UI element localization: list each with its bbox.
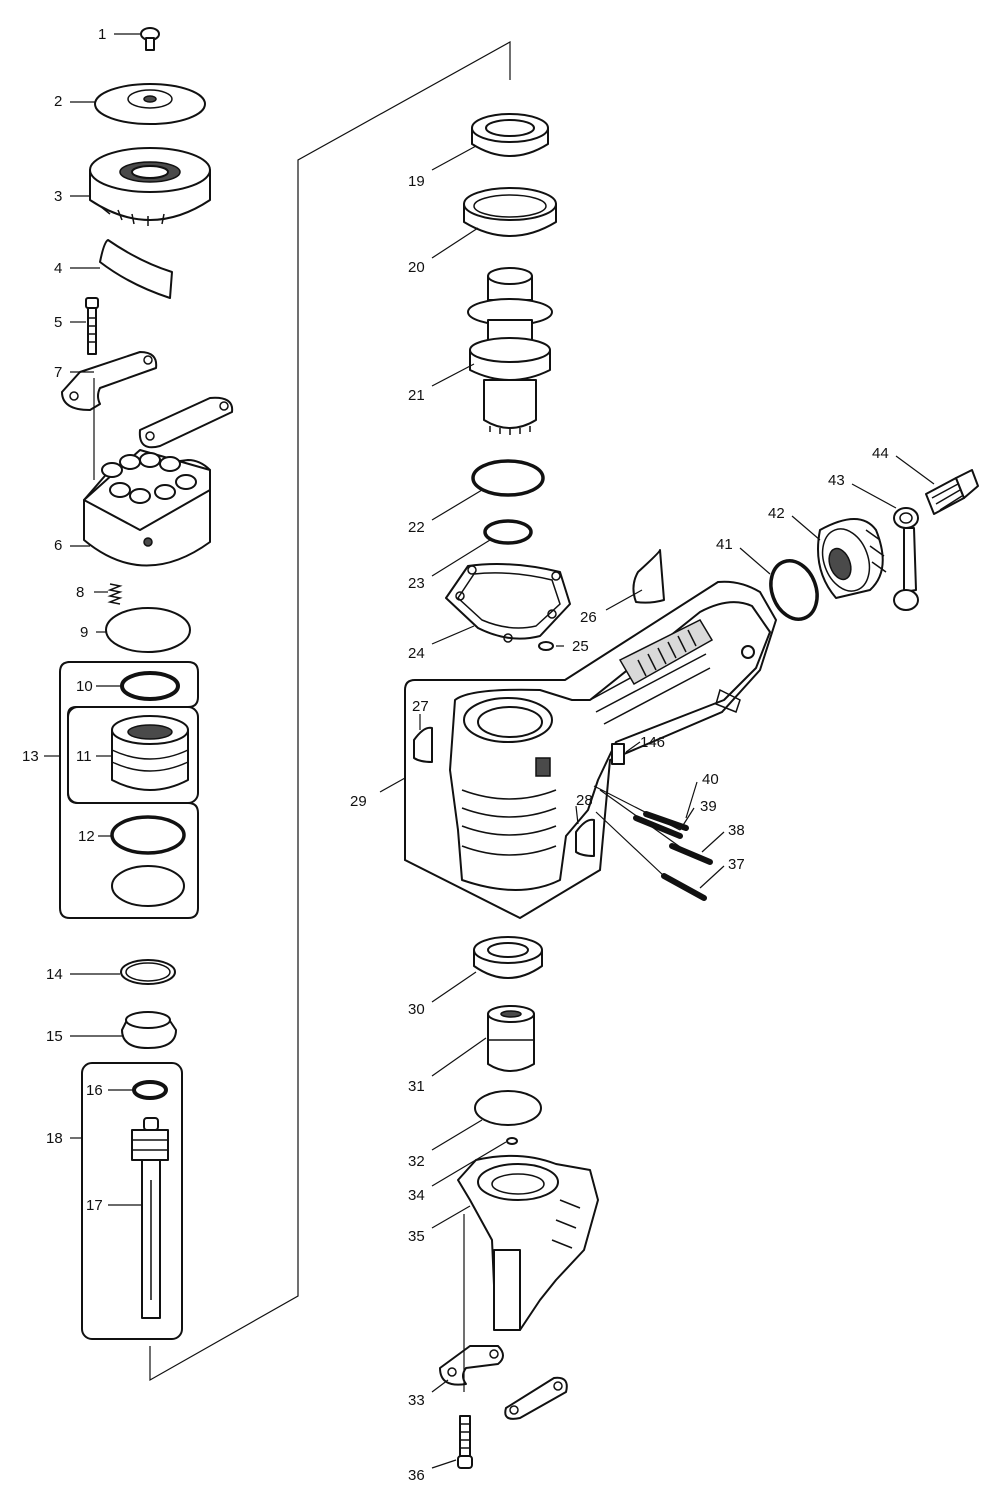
group-box-29 <box>404 580 778 920</box>
part-27-pad <box>413 726 433 763</box>
label-2: 2 <box>54 93 62 110</box>
part-7-plate <box>61 351 234 449</box>
label-30: 30 <box>408 1001 425 1018</box>
label-33: 33 <box>408 1392 425 1409</box>
part-41-o-ring <box>769 559 819 621</box>
part-36-bolt <box>457 1415 473 1469</box>
label-146: 146 <box>640 734 665 751</box>
part-22-o-ring <box>471 459 545 497</box>
group-box-18 <box>81 1062 183 1340</box>
label-23: 23 <box>408 575 425 592</box>
label-26: 26 <box>580 609 597 626</box>
part-5-bolt <box>85 297 99 355</box>
part-15-bumper <box>121 1011 177 1049</box>
part-38-pin <box>669 843 713 865</box>
label-35: 35 <box>408 1228 425 1245</box>
label-43: 43 <box>828 472 845 489</box>
label-19: 19 <box>408 173 425 190</box>
label-27: 27 <box>412 698 429 715</box>
label-40: 40 <box>702 771 719 788</box>
part-9-disc <box>105 607 191 653</box>
part-16-o-ring <box>132 1080 168 1100</box>
part-26-label <box>632 549 665 604</box>
part-3-cover <box>89 147 211 226</box>
label-24: 24 <box>408 645 425 662</box>
part-29-body <box>449 601 771 891</box>
label-38: 38 <box>728 822 745 839</box>
leader-lines <box>44 33 935 1469</box>
part-1-screw <box>140 27 160 51</box>
part-14-ring <box>120 959 176 985</box>
label-7: 7 <box>54 364 62 381</box>
label-21: 21 <box>408 387 425 404</box>
label-8: 8 <box>76 584 84 601</box>
part-8-spring <box>107 583 123 605</box>
label-44: 44 <box>872 445 889 462</box>
part-34-ball <box>506 1137 518 1145</box>
part-30-seal <box>473 936 543 979</box>
part-23-o-ring <box>483 519 533 545</box>
label-22: 22 <box>408 519 425 536</box>
label-42: 42 <box>768 505 785 522</box>
label-41: 41 <box>716 536 733 553</box>
label-39: 39 <box>700 798 717 815</box>
label-13: 13 <box>22 748 39 765</box>
label-6: 6 <box>54 537 62 554</box>
label-36: 36 <box>408 1467 425 1484</box>
part-24-gasket <box>445 563 571 643</box>
label-10: 10 <box>76 678 93 695</box>
label-16: 16 <box>86 1082 103 1099</box>
label-9: 9 <box>80 624 88 641</box>
part-25-small-ring <box>538 641 554 651</box>
label-5: 5 <box>54 314 62 331</box>
label-20: 20 <box>408 259 425 276</box>
part-11-bushing <box>111 715 189 791</box>
label-28: 28 <box>576 792 593 809</box>
label-29: 29 <box>350 793 367 810</box>
part-28-pad <box>575 818 595 857</box>
label-15: 15 <box>46 1028 63 1045</box>
part-12-disc <box>111 865 185 907</box>
part-20-nut <box>463 187 557 237</box>
part-37-pin <box>661 873 707 901</box>
part-21-cylinder <box>467 267 553 435</box>
part-33-plate <box>439 1345 568 1420</box>
part-43-strap <box>893 507 919 611</box>
label-25: 25 <box>572 638 589 655</box>
assembly-guide-line <box>149 40 511 1382</box>
part-44-fitting <box>925 469 979 515</box>
label-4: 4 <box>54 260 62 277</box>
label-1: 1 <box>98 26 106 43</box>
label-17: 17 <box>86 1197 103 1214</box>
part-10-o-ring <box>120 671 180 701</box>
part-146-label <box>611 743 625 765</box>
label-31: 31 <box>408 1078 425 1095</box>
part-17-driver <box>131 1117 169 1319</box>
label-37: 37 <box>728 856 745 873</box>
part-19-seal <box>471 113 549 157</box>
part-35-nose <box>457 1154 599 1331</box>
part-labels: 1 2 3 4 5 6 7 8 9 10 11 12 13 14 15 16 1… <box>22 26 889 1484</box>
label-11: 11 <box>76 748 92 765</box>
label-18: 18 <box>46 1130 63 1147</box>
part-31-nozzle <box>487 1005 535 1072</box>
label-3: 3 <box>54 188 62 205</box>
part-32-disc <box>474 1090 542 1126</box>
group-box-11 <box>67 706 199 804</box>
label-32: 32 <box>408 1153 425 1170</box>
label-12: 12 <box>78 828 95 845</box>
label-14: 14 <box>46 966 63 983</box>
part-2-cap <box>94 83 206 125</box>
part-4-strip <box>99 239 173 299</box>
part-42-end-cap <box>817 518 887 599</box>
part-12-o-ring <box>110 815 186 855</box>
part-6-head-block <box>83 449 211 567</box>
label-34: 34 <box>408 1187 425 1204</box>
